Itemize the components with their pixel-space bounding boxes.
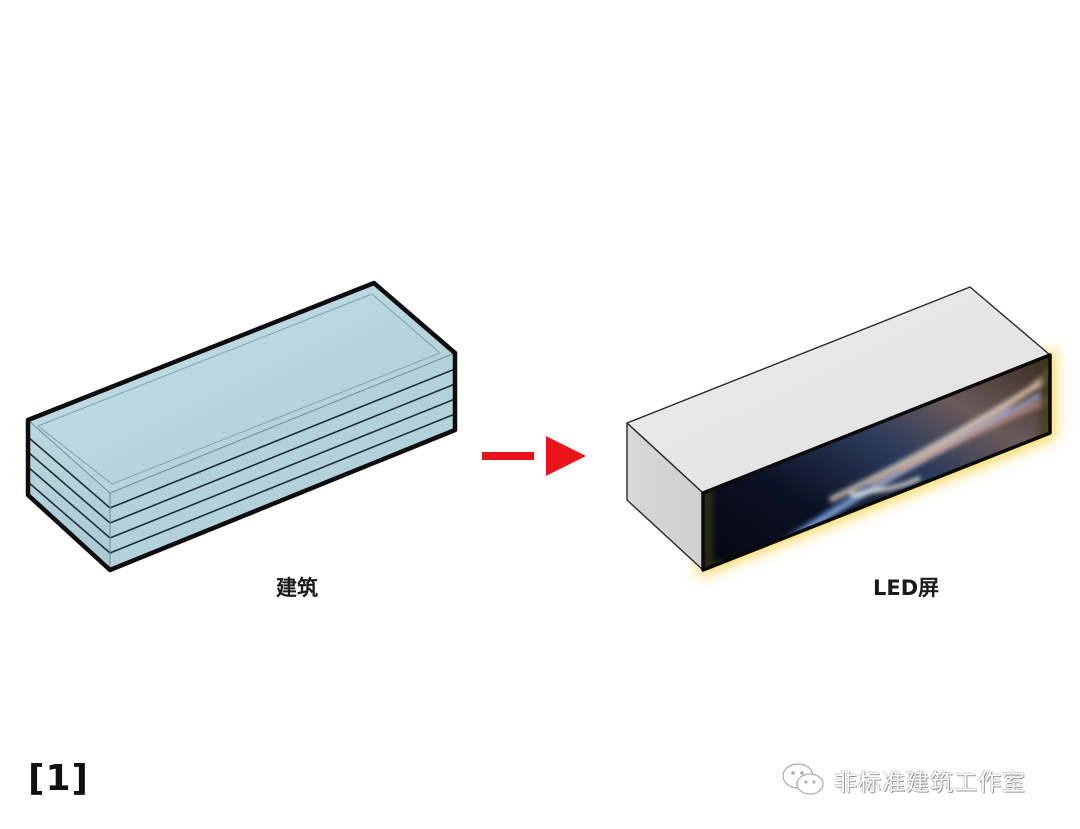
- wechat-icon: [782, 763, 824, 795]
- led-screen-label: LED屏: [873, 576, 940, 600]
- figure-number: [1]: [28, 758, 89, 799]
- glass-building: [25, 280, 458, 573]
- building-label: 建筑: [276, 576, 318, 600]
- led-building: [626, 286, 1056, 578]
- right-arrow-icon: [482, 436, 586, 476]
- led-screen: [701, 353, 1052, 572]
- watermark: 非标准建筑工作室: [780, 760, 1026, 800]
- watermark-text: 非标准建筑工作室: [834, 770, 1026, 796]
